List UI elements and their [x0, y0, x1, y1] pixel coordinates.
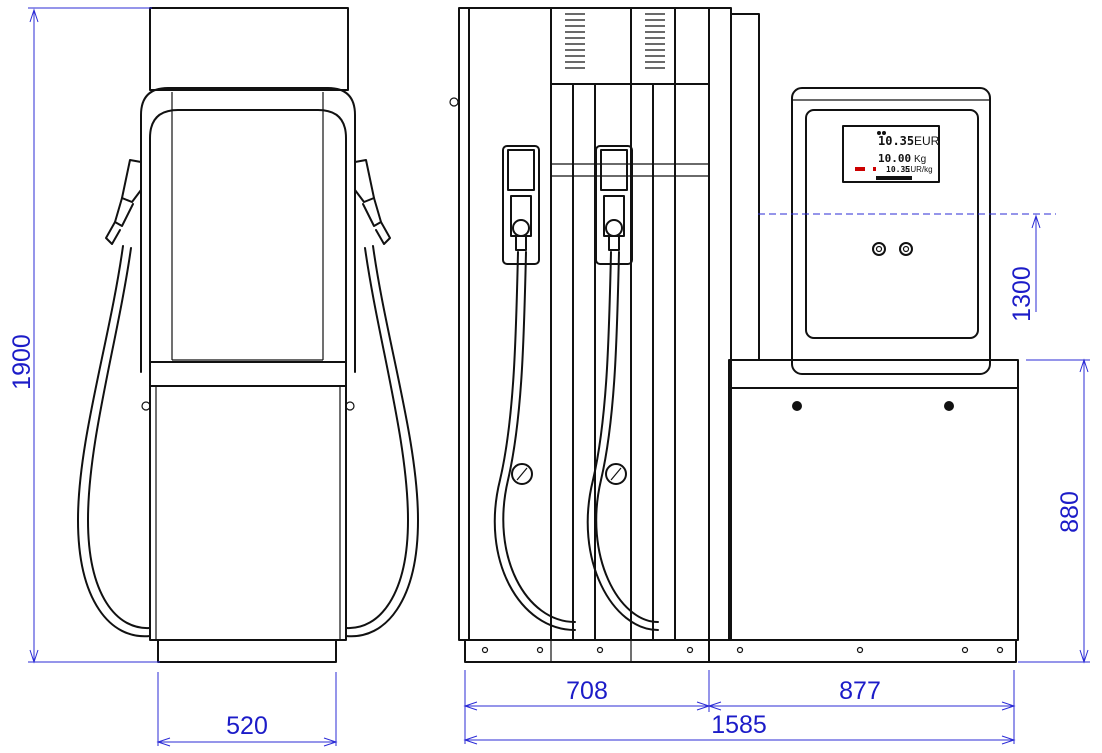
- side-column-1: [468, 7, 552, 641]
- front-top-housing: [149, 7, 349, 91]
- lcd-red-label: [855, 167, 865, 171]
- front-left-nozzle: [105, 159, 142, 245]
- lcd-amount-value: 10.35: [878, 134, 914, 148]
- lcd-price-unit: EUR/kg: [905, 165, 933, 174]
- side-gauge-2: [605, 463, 627, 485]
- front-inner-frame: [149, 109, 347, 373]
- display-head: [791, 87, 991, 375]
- dim-width-total: 1585: [711, 711, 767, 739]
- front-base: [157, 639, 337, 663]
- side-column-2-top: [550, 7, 632, 85]
- front-view: [77, 7, 419, 663]
- cabinet-bolt-left: [792, 401, 802, 411]
- side-base-left: [464, 639, 710, 663]
- front-left-hose: [77, 245, 151, 638]
- dim-width-left-module: 708: [566, 677, 608, 705]
- display-panel: [805, 109, 979, 339]
- side-gauge-1: [511, 463, 533, 485]
- side-nozzle-2: [595, 145, 633, 265]
- front-outer-frame: [140, 87, 356, 373]
- cabinet-bolt-right: [944, 401, 954, 411]
- front-lower-body: [149, 385, 347, 641]
- lcd-display: 10.35 EUR 10.00 Kg 10.35 EUR/kg: [842, 125, 940, 183]
- front-right-nozzle: [354, 159, 391, 245]
- dim-height-total: 1900: [8, 334, 36, 390]
- dim-base-height: 880: [1056, 491, 1084, 533]
- side-nozzle-1: [502, 145, 540, 265]
- dim-display-height: 1300: [1008, 266, 1036, 322]
- lcd-bar: [876, 176, 912, 180]
- dimensions: 1900 520 708 877 1585 1300 880: [8, 7, 1090, 747]
- side-view: 10.35 EUR 10.00 Kg 10.35 EUR/kg: [449, 7, 1019, 663]
- front-right-hose: [345, 245, 419, 638]
- lcd-price-value: 10.35: [886, 165, 910, 174]
- lcd-volume-unit: Kg: [914, 154, 926, 165]
- dim-width-right-module: 877: [839, 677, 881, 705]
- cabinet-base: [708, 639, 1017, 663]
- cabinet-body: [728, 387, 1019, 641]
- lcd-volume-value: 10.00: [878, 152, 911, 165]
- display-button-left: [872, 242, 886, 256]
- display-button-right: [899, 242, 913, 256]
- side-column-3-top: [630, 7, 710, 85]
- side-hose-2: [586, 251, 659, 631]
- side-vents: [565, 13, 665, 69]
- dim-width-front: 520: [226, 712, 268, 740]
- front-mid-band: [149, 361, 347, 387]
- side-hose-1: [493, 251, 576, 631]
- lcd-amount-unit: EUR: [914, 134, 940, 148]
